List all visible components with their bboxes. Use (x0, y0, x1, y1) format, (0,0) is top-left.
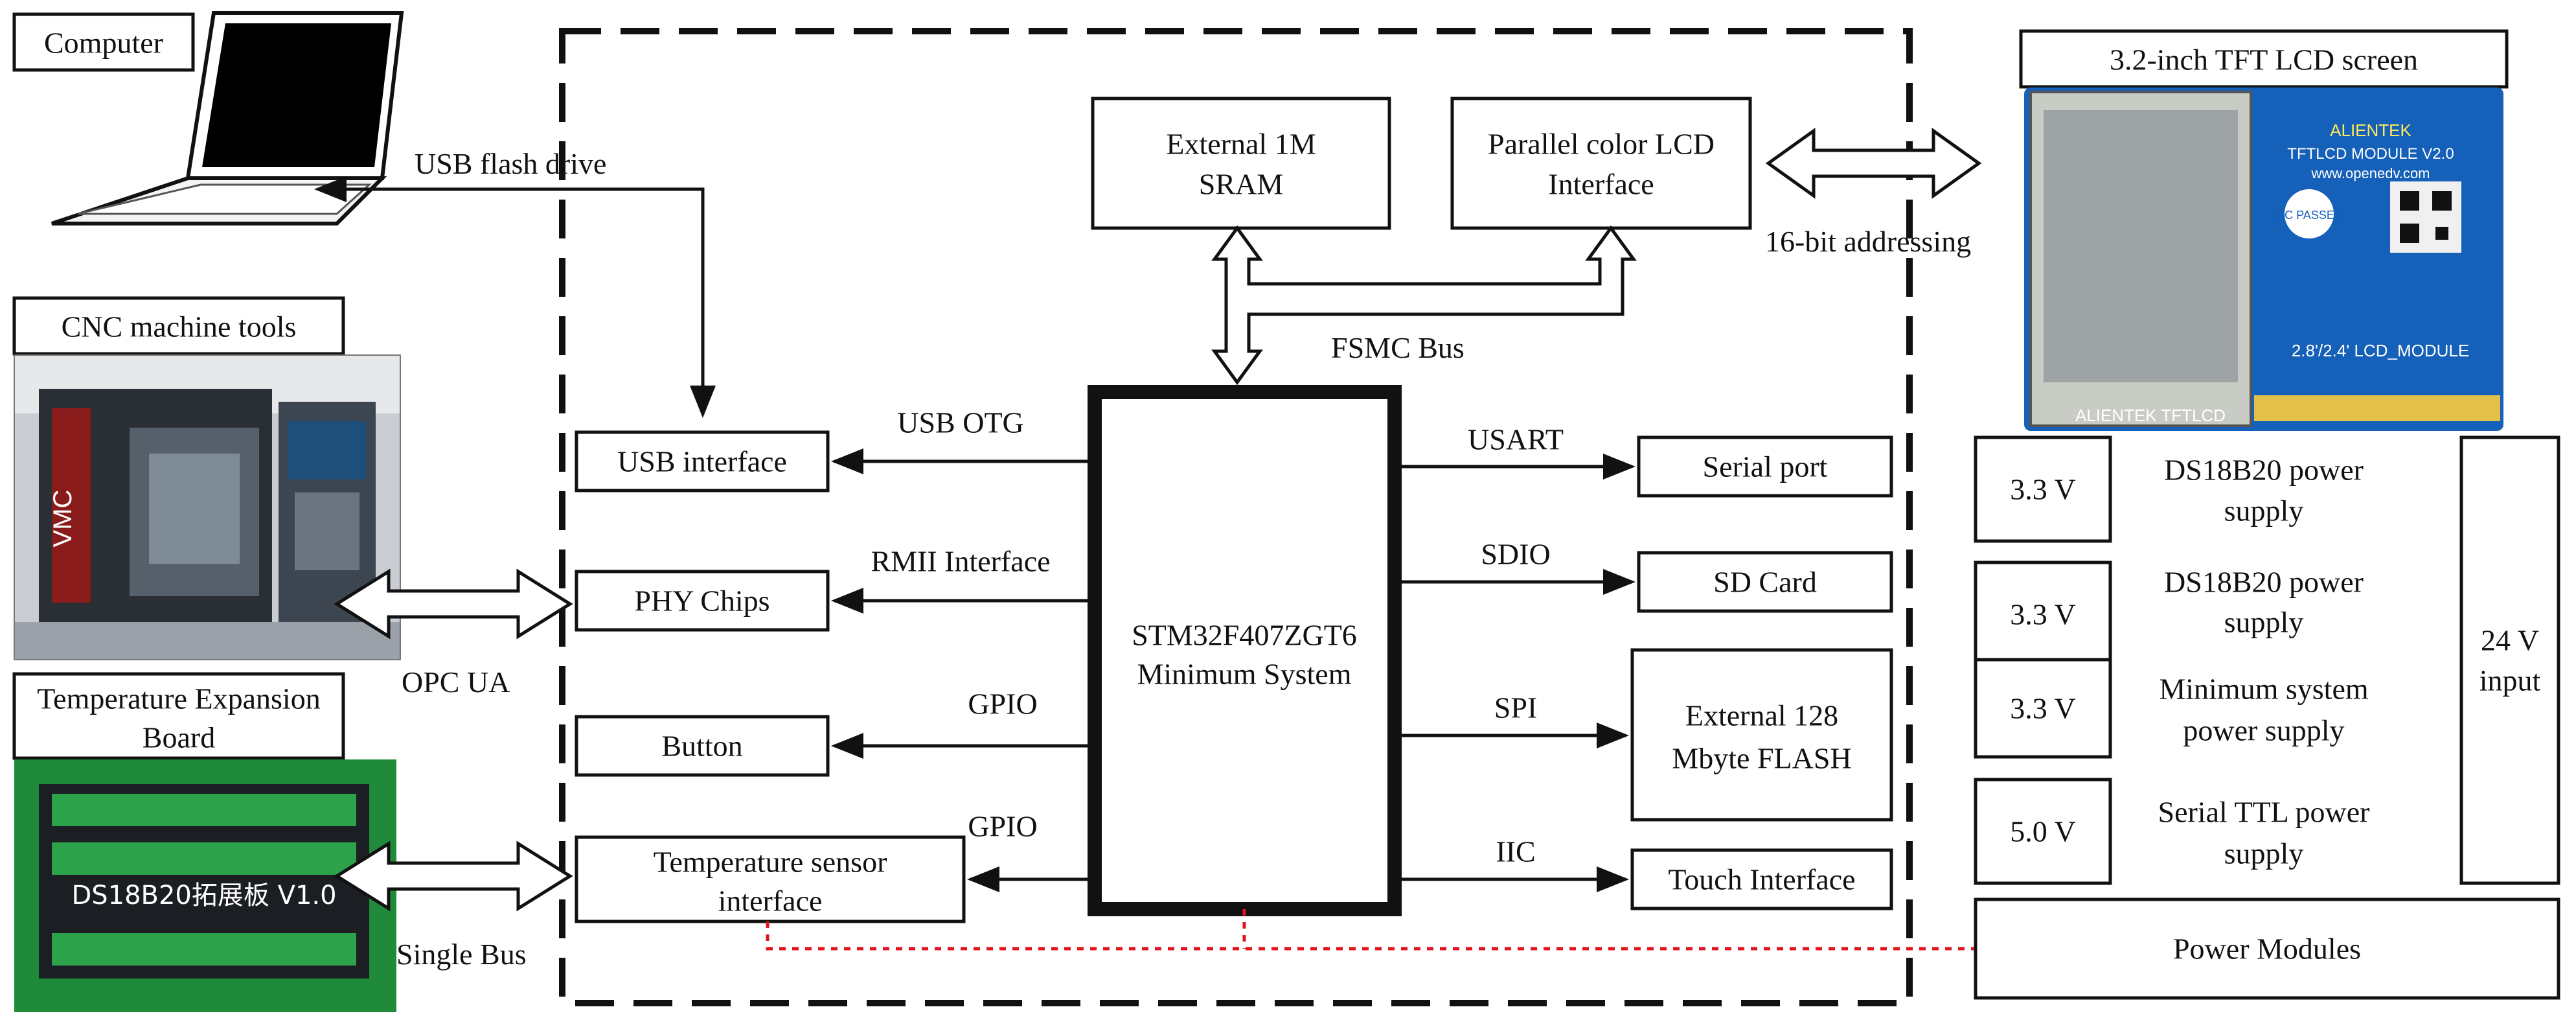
lcd-brand-text: ALIENTEK (2330, 121, 2411, 140)
lcd-url-text: www.openedv.com (2310, 165, 2430, 181)
usb-flash-label: USB flash drive (415, 147, 606, 180)
temp-board-label-box (12, 672, 345, 760)
voltage-2: 3.3 V (2010, 598, 2075, 631)
mcu-block (1088, 385, 1402, 916)
temp-sensor-label-2: interface (718, 885, 823, 918)
single-bus-double-arrow (334, 840, 573, 912)
fsmc-bus-arrow (1211, 225, 1637, 386)
power-desc-3b: power supply (2183, 714, 2344, 747)
flash-block (1630, 648, 1893, 822)
power-desc-4b: supply (2224, 837, 2304, 870)
lcd-bottom-text: ALIENTEK TFTLCD (2075, 406, 2226, 425)
power-modules-label: Power Modules (2173, 932, 2361, 966)
gpio-button-label: GPIO (968, 688, 1037, 721)
lcd-module-text: TFTLCD MODULE V2.0 (2287, 145, 2454, 163)
flash-label-2: Mbyte FLASH (1672, 742, 1851, 775)
qc-passed-sticker (2285, 189, 2334, 238)
computer-label-box (12, 12, 195, 72)
serial-port-label: Serial port (1703, 450, 1828, 483)
sd-card-label: SD Card (1713, 566, 1817, 599)
temp-board-label-1: Temperature Expansion (37, 682, 320, 715)
voltage-box-1 (1974, 435, 2112, 543)
cnc-label-box (12, 296, 345, 356)
lcd-title: 3.2-inch TFT LCD screen (2110, 43, 2418, 76)
usb-interface-label: USB interface (617, 445, 787, 478)
addressing-label: 16-bit addressing (1765, 225, 1971, 258)
voltage-4: 5.0 V (2010, 815, 2075, 848)
lcd-interface-label-2: Interface (1548, 168, 1654, 201)
sram-label-2: SRAM (1199, 168, 1283, 201)
flash-label-1: External 128 (1685, 699, 1838, 732)
phy-block (575, 570, 830, 632)
cnc-label: CNC machine tools (62, 310, 297, 343)
temp-board-group: Temperature Expansion Board DS18B20拓展板 V… (12, 672, 396, 1012)
lcd-interface-label-1: Parallel color LCD (1488, 128, 1715, 161)
touch-interface-label: Touch Interface (1668, 863, 1855, 896)
button-block (575, 715, 830, 777)
temp-board-photo: DS18B20拓展板 V1.0 (14, 759, 396, 1012)
fsmc-bus-label: FSMC Bus (1331, 331, 1465, 364)
voltage-box-2 (1974, 561, 2112, 662)
temp-sensor-label-1: Temperature sensor (654, 846, 887, 879)
qc-passed-text: QC PASSED (2275, 209, 2343, 222)
mcu-label-2: Minimum System (1137, 658, 1352, 691)
lcd-interface-block (1450, 97, 1752, 230)
usb-interface-block (575, 430, 830, 492)
touch-interface-block (1630, 848, 1893, 910)
sram-block (1091, 97, 1391, 230)
voltage-1: 3.3 V (2010, 473, 2075, 506)
vmc-text: VMC (49, 490, 77, 548)
opc-ua-double-arrow (334, 568, 573, 640)
mcu-label-1: STM32F407ZGT6 (1132, 619, 1357, 652)
input-24v-box (2459, 435, 2560, 885)
input-24v-label-1: 24 V (2481, 624, 2539, 657)
phy-label: PHY Chips (634, 584, 769, 618)
system-boundary-dashed (559, 28, 1913, 1006)
power-desc-2b: supply (2224, 606, 2304, 639)
input-24v-label-2: input (2479, 664, 2541, 697)
rmii-label: RMII Interface (871, 545, 1050, 578)
voltage-box-4 (1974, 778, 2112, 885)
sdio-label: SDIO (1481, 538, 1550, 571)
usb-otg-label: USB OTG (897, 406, 1024, 439)
power-desc-3a: Minimum system (2159, 673, 2369, 706)
power-distribution-line (766, 921, 1974, 951)
serial-port-block (1637, 435, 1893, 498)
gpio-temp-label: GPIO (968, 810, 1037, 843)
computer-label: Computer (44, 27, 163, 60)
laptop-icon (51, 11, 404, 226)
single-bus-label: Single Bus (396, 938, 527, 971)
board-print-text: DS18B20拓展板 V1.0 (71, 881, 336, 910)
power-desc-1a: DS18B20 power (2164, 454, 2364, 487)
sd-card-block (1637, 551, 1893, 613)
opc-ua-label: OPC UA (402, 665, 510, 699)
lcd-size-text: 2.8'/2.4' LCD_MODULE (2292, 341, 2469, 360)
power-desc-1b: supply (2224, 494, 2304, 527)
lcd-bus-double-arrow (1765, 128, 1982, 199)
voltage-3: 3.3 V (2010, 692, 2075, 725)
sram-label-1: External 1M (1166, 128, 1316, 161)
cnc-group: CNC machine tools VMC (12, 296, 401, 660)
voltage-box-3 (1974, 658, 2112, 759)
power-desc-4a: Serial TTL power (2158, 796, 2369, 829)
temp-sensor-block (575, 835, 966, 923)
spi-label: SPI (1494, 691, 1537, 724)
button-label: Button (661, 730, 742, 763)
computer-group: Computer (12, 11, 404, 226)
power-desc-2a: DS18B20 power (2164, 566, 2364, 599)
iic-label: IIC (1496, 835, 1535, 868)
power-modules-block (1974, 897, 2560, 1000)
lcd-title-box (2019, 29, 2509, 89)
temp-board-label-2: Board (142, 721, 215, 754)
usart-label: USART (1468, 423, 1564, 456)
lcd-screen-photo: ALIENTEK TFTLCD MODULE V2.0 www.openedv.… (2024, 87, 2503, 431)
cnc-machine-photo: VMC (14, 354, 401, 660)
